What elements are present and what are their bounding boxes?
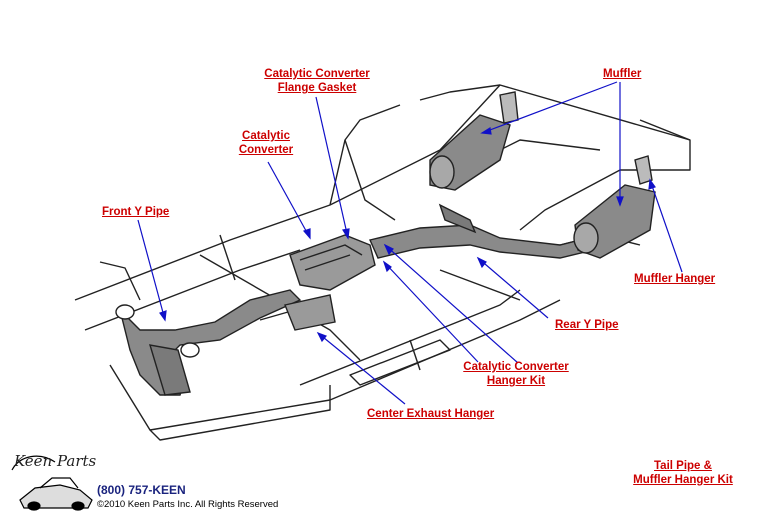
leader-lines bbox=[137, 81, 683, 405]
center-exhaust-hanger-shape bbox=[284, 294, 336, 331]
tail-pipe-kit-label[interactable]: Tail Pipe & Muffler Hanger Kit bbox=[633, 460, 733, 486]
flange-gasket-label[interactable]: Catalytic Converter Flange Gasket bbox=[264, 68, 370, 94]
rear-y-pipe-label[interactable]: Rear Y Pipe bbox=[555, 319, 619, 331]
copyright-text: ©2010 Keen Parts Inc. All Rights Reserve… bbox=[97, 499, 279, 510]
front-y-pipe-label[interactable]: Front Y Pipe bbox=[102, 206, 170, 218]
muffler-hanger-shape bbox=[634, 155, 653, 185]
muffler-hanger-label[interactable]: Muffler Hanger bbox=[634, 273, 716, 285]
muffler-label[interactable]: Muffler bbox=[603, 68, 642, 80]
catalytic-converter-shape bbox=[289, 234, 376, 291]
keen-parts-car-logo bbox=[11, 455, 93, 511]
catalytic-converter-label[interactable]: Catalytic Converter bbox=[238, 130, 294, 156]
keen-parts-logo-text: Keen Parts bbox=[14, 452, 97, 470]
exhaust-parts bbox=[115, 91, 656, 396]
center-exhaust-hanger-label[interactable]: Center Exhaust Hanger bbox=[367, 408, 495, 420]
phone-number[interactable]: (800) 757-KEEN bbox=[97, 483, 186, 497]
rear-y-pipe-shape bbox=[369, 224, 586, 259]
converter-hanger-kit-label[interactable]: Catalytic Converter Hanger Kit bbox=[463, 361, 569, 387]
